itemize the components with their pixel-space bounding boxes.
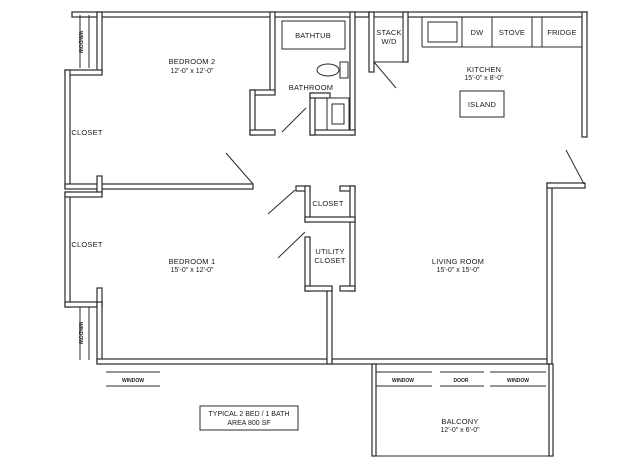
bath-bottom-left bbox=[249, 129, 276, 136]
balcony-dims: 12'-0" x 6'-0" bbox=[440, 427, 480, 434]
bathtub-label: BATHTUB bbox=[295, 31, 331, 40]
note-line-1: TYPICAL 2 BED / 1 BATH bbox=[209, 411, 290, 418]
bed1-living-divider bbox=[326, 287, 333, 365]
hall-utility-divider bbox=[304, 216, 356, 223]
bedroom2-dims: 12'-0" x 12'-0" bbox=[170, 68, 214, 75]
bathroom-sink-basin bbox=[331, 103, 345, 125]
bed2-window-pier-top bbox=[71, 11, 98, 18]
bottom-wall-living bbox=[331, 358, 551, 365]
windows bbox=[79, 15, 553, 457]
kitchen-sink bbox=[427, 21, 458, 43]
fridge-label: FRIDGE bbox=[547, 28, 577, 37]
entry-door-swing bbox=[565, 149, 585, 185]
kitchen-island bbox=[459, 90, 505, 118]
closet-left-wall-upper bbox=[64, 69, 71, 189]
stack-washer-dryer bbox=[373, 16, 404, 63]
fixtures: BATHTUB STACK W/D DW STOVE FRIDGE ISLAND bbox=[281, 16, 582, 131]
utility-closet-label-2: CLOSET bbox=[314, 256, 345, 265]
bedroom1-dims: 15'-0" x 12'-0" bbox=[170, 267, 214, 274]
kitchen-right-wall bbox=[581, 11, 588, 138]
island-label: ISLAND bbox=[468, 100, 497, 109]
bedroom2-name: BEDROOM 2 bbox=[169, 57, 216, 66]
plan-note: TYPICAL 2 BED / 1 BATH AREA 800 SF bbox=[199, 405, 299, 431]
window-tag-bed1: WINDOW bbox=[77, 322, 83, 344]
window-tag-balcony-left: WINDOW bbox=[392, 378, 414, 384]
window-tag-bed1-bottom: WINDOW bbox=[122, 378, 144, 384]
balcony-name: BALCONY bbox=[441, 417, 478, 426]
closet-upper-left-label: CLOSET bbox=[71, 128, 102, 137]
bathroom-name: BATHROOM bbox=[289, 83, 333, 92]
top-wall-left bbox=[96, 11, 370, 18]
bed1-door-swing bbox=[267, 189, 296, 215]
closet-divider-upper bbox=[64, 183, 254, 190]
living-right-wall bbox=[546, 182, 553, 365]
note-box bbox=[199, 405, 299, 431]
utility-door-swing bbox=[277, 231, 306, 259]
stack-left-wall bbox=[368, 11, 375, 73]
utility-closet-label-1: UTILITY bbox=[315, 247, 344, 256]
bathtub bbox=[281, 20, 346, 50]
bath-bottom-right bbox=[309, 129, 356, 136]
toilet-bowl bbox=[316, 63, 340, 77]
hall-closet-label: CLOSET bbox=[312, 199, 343, 208]
living-room-dims: 15'-0" x 15'-0" bbox=[436, 267, 480, 274]
walls bbox=[64, 11, 588, 457]
bed2-door-swing bbox=[225, 152, 254, 185]
living-room-name: LIVING ROOM bbox=[432, 257, 484, 266]
balcony-rail-left bbox=[371, 363, 377, 457]
kitchen-name: KITCHEN bbox=[467, 65, 501, 74]
bath-left-wall-lower bbox=[249, 89, 256, 136]
note-line-2: AREA 800 SF bbox=[227, 420, 270, 427]
door-tag-balcony: DOOR bbox=[454, 378, 469, 384]
living-right-return bbox=[546, 182, 586, 189]
top-wall-right bbox=[368, 11, 588, 18]
utility-bottom-right bbox=[339, 285, 356, 292]
closet-stub-a bbox=[96, 175, 103, 195]
bath-door-swing bbox=[281, 107, 307, 133]
bottom-wall-bed1 bbox=[96, 358, 333, 365]
bedroom1-name: BEDROOM 1 bbox=[169, 257, 216, 266]
closet-divider-lower bbox=[64, 191, 103, 198]
stack-label-2: W/D bbox=[381, 37, 397, 46]
stack-right-wall bbox=[402, 11, 409, 63]
bath-inner-jog bbox=[309, 92, 331, 99]
dw-label: DW bbox=[471, 28, 485, 37]
bath-right-wall bbox=[349, 11, 356, 136]
bath-inner-stub bbox=[309, 92, 316, 136]
opening-tags: WINDOW WINDOW WINDOW WINDOW DOOR WINDOW bbox=[77, 31, 529, 384]
utility-left-wall bbox=[304, 236, 311, 292]
closet-lower-left-label: CLOSET bbox=[71, 240, 102, 249]
bed2-left-wall bbox=[96, 11, 103, 73]
balcony-rail-right bbox=[548, 363, 554, 457]
toilet-tank bbox=[339, 61, 349, 79]
bed2-bath-divider bbox=[269, 11, 276, 93]
door-swings bbox=[225, 61, 585, 259]
kitchen-dims: 15'-0" x 8'-0" bbox=[464, 75, 504, 82]
bed1-left-wall bbox=[96, 301, 103, 365]
closet-left-wall-lower bbox=[64, 191, 71, 308]
hall-closet-right bbox=[349, 185, 356, 292]
room-labels: BEDROOM 2 12'-0" x 12'-0" BATHROOM KITCH… bbox=[71, 57, 504, 434]
stack-label-1: STACK bbox=[376, 28, 401, 37]
window-tag-bed2: WINDOW bbox=[77, 31, 83, 53]
window-tag-balcony-right: WINDOW bbox=[507, 378, 529, 384]
stove-label: STOVE bbox=[499, 28, 525, 37]
utility-bottom-left bbox=[304, 285, 333, 292]
stack-door-swing bbox=[373, 61, 397, 89]
